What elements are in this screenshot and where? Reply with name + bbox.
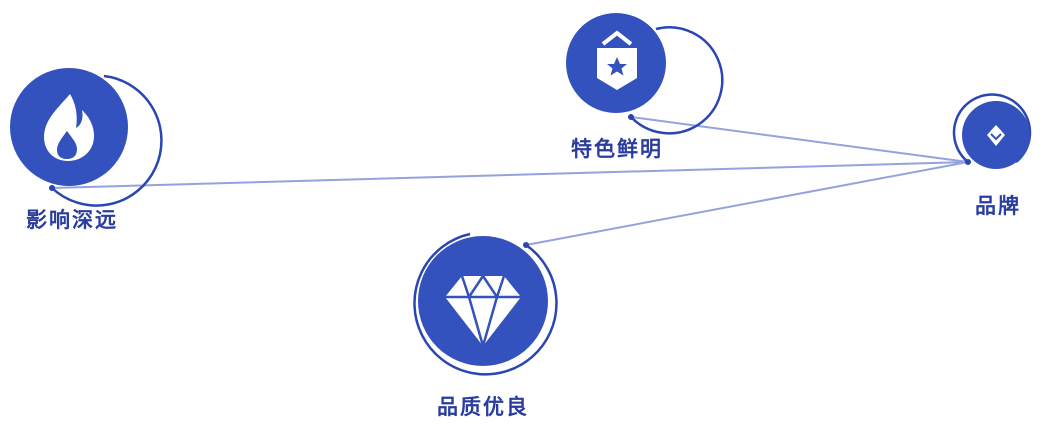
node-diamond <box>413 232 558 376</box>
diamond-icon <box>445 273 521 351</box>
node-fire-ring <box>51 74 163 207</box>
node-shield-ring <box>630 26 724 135</box>
node-brand-anchor <box>965 159 971 165</box>
connector-diamond-brand <box>525 161 969 246</box>
node-shield-anchor <box>628 114 634 120</box>
node-fire <box>10 68 163 207</box>
node-shield-label: 特色鲜明 <box>571 137 663 161</box>
star-icon <box>607 57 627 76</box>
node-fire-anchor <box>49 185 55 191</box>
node-brand-label: 品牌 <box>975 194 1021 218</box>
node-diamond-anchor <box>523 242 529 248</box>
connector-fire-brand <box>51 161 969 189</box>
connector-shield-brand <box>630 116 969 163</box>
fire-icon-inner <box>57 131 77 159</box>
node-shield <box>566 13 724 135</box>
fire-icon <box>44 94 94 161</box>
heart-badge-icon <box>987 125 1005 146</box>
node-diamond-label: 品质优良 <box>437 395 529 419</box>
node-fire-label: 影响深远 <box>26 208 118 232</box>
node-brand <box>952 93 1032 169</box>
connectors <box>51 116 969 246</box>
node-diamond-ring <box>413 232 558 376</box>
shield-top-chevron <box>601 30 633 46</box>
